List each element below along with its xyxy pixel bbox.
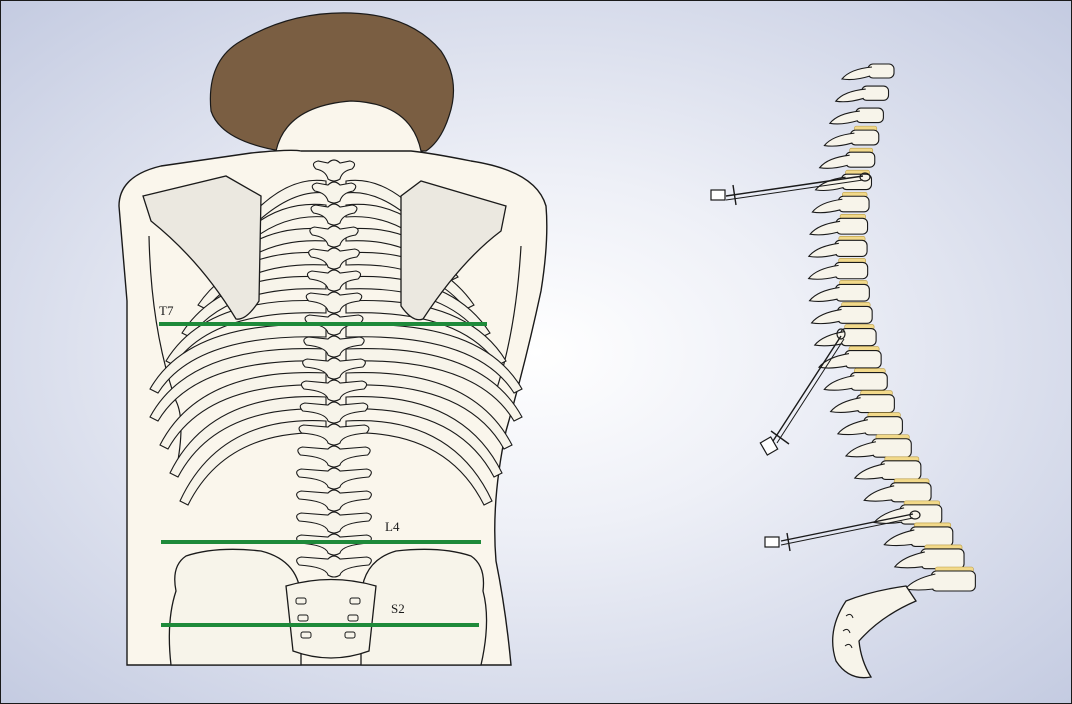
vertebral-body bbox=[838, 196, 869, 212]
back-view: T7 L4 S2 bbox=[119, 13, 547, 665]
vertebral-body bbox=[836, 218, 867, 234]
spinous-process bbox=[846, 442, 876, 457]
vertebral-body bbox=[841, 329, 876, 346]
vertebral-body bbox=[835, 240, 867, 256]
vertebral-body bbox=[846, 152, 875, 167]
vertebral-body bbox=[836, 284, 870, 301]
vertebral-body bbox=[862, 86, 889, 100]
spinous-process bbox=[810, 221, 840, 235]
spinous-process bbox=[905, 574, 935, 590]
spinous-process bbox=[812, 199, 842, 212]
vertebral-body bbox=[921, 549, 964, 569]
level-label-t7: T7 bbox=[159, 303, 174, 318]
vertebral-body bbox=[881, 461, 921, 480]
needle-middle bbox=[760, 329, 845, 455]
spinous-process bbox=[884, 530, 914, 546]
sacrum-side bbox=[833, 586, 916, 678]
spinous-process bbox=[824, 376, 854, 391]
spinal-column-side bbox=[809, 64, 976, 591]
sacrum bbox=[286, 580, 376, 659]
pelvis-left bbox=[169, 549, 301, 665]
pelvis-right bbox=[361, 549, 487, 665]
spinous-process bbox=[812, 309, 842, 323]
lateral-spine-view bbox=[711, 64, 975, 678]
vertebral-body bbox=[868, 64, 894, 78]
spinous-process bbox=[819, 354, 849, 368]
level-label-l4: L4 bbox=[385, 519, 400, 534]
spinous-process bbox=[855, 464, 885, 479]
vertebral-body bbox=[850, 373, 887, 391]
vertebral-body bbox=[910, 527, 952, 546]
spinous-process bbox=[864, 486, 894, 501]
spinous-process bbox=[838, 420, 868, 435]
vertebral-body bbox=[838, 306, 873, 323]
vertebral-body bbox=[845, 351, 881, 368]
spinous-process bbox=[820, 155, 850, 168]
spinous-process bbox=[810, 287, 840, 301]
spinous-process bbox=[895, 552, 925, 568]
vertebral-body bbox=[835, 262, 868, 278]
spinous-process bbox=[809, 243, 839, 257]
spinous-process bbox=[824, 133, 854, 146]
spinous-process bbox=[831, 398, 861, 413]
spinous-process bbox=[809, 265, 839, 279]
vertebral-body bbox=[857, 395, 895, 413]
vertebral-body bbox=[872, 439, 911, 457]
vertebral-body bbox=[931, 571, 975, 591]
spinous-process bbox=[830, 111, 860, 124]
vertebral-body bbox=[890, 483, 931, 502]
vertebral-body bbox=[900, 505, 942, 524]
spinous-process bbox=[842, 67, 872, 80]
vertebral-body bbox=[864, 417, 903, 435]
vertebral-body bbox=[850, 130, 878, 145]
vertebral-body bbox=[856, 108, 884, 123]
level-label-s2: S2 bbox=[391, 601, 405, 616]
spinous-process bbox=[836, 89, 866, 102]
